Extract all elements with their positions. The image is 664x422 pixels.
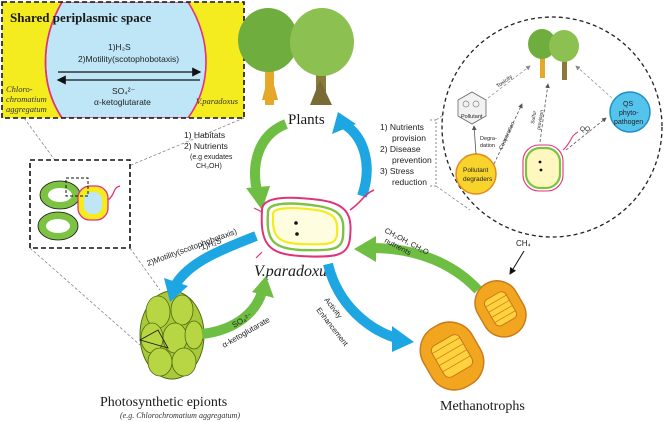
- interaction-circle: Pollutant Pollutant degraders QS phyto- …: [441, 16, 663, 238]
- v-to-plants-text-6: reduction: [392, 177, 427, 187]
- methanotrophs-to-v-arrow: [371, 243, 482, 294]
- connector-line: [29, 247, 141, 346]
- qq-arrow: [565, 117, 607, 151]
- consortium-box: [29, 159, 131, 249]
- inset-left-org-2: chromatium: [6, 94, 47, 104]
- qs-label-1: QS: [623, 101, 633, 108]
- v-to-plants-text-4: prevention: [392, 155, 432, 165]
- v-to-plants-text-3: 2) Disease: [380, 144, 421, 154]
- pollutant-label: Pollutant: [461, 114, 483, 120]
- plants-label: Plants: [288, 112, 325, 128]
- qs-label-2: phyto-: [619, 110, 639, 117]
- epionts-illustration: [138, 290, 205, 380]
- v-to-methanotrophs-arrow: [323, 262, 398, 343]
- epionts-sublabel: (e.g. Chlorochromatium aggregatum): [120, 411, 240, 420]
- periplasmic-inset: Shared periplasmic space 1)H₂S 2)Motilit…: [1, 1, 245, 119]
- inset-title: Shared periplasmic space: [10, 10, 152, 25]
- v-to-epionts-arrowhead: [164, 278, 188, 302]
- degraders-label-2: degraders: [463, 176, 493, 183]
- inset-item-h2s: 1)H₂S: [108, 42, 131, 52]
- epionts-label: Photosynthetic epionts: [100, 395, 227, 410]
- v-to-methanotrophs-arrowhead: [392, 326, 414, 352]
- epionts-to-v-arrowhead: [252, 276, 274, 298]
- qs-label-3: pathogen: [614, 119, 643, 126]
- methanotroph-1: [474, 280, 527, 338]
- cooperation-arrow: [493, 103, 523, 165]
- plants-illustration: [238, 8, 354, 105]
- toxicity-arrow: [487, 65, 531, 99]
- ch4-arrow: [509, 250, 525, 275]
- inset-left-org-1: Chloro-: [6, 84, 33, 94]
- sulfur-label-2: provision: [536, 109, 545, 130]
- plants-to-v-text-1: 1) Habitats: [184, 130, 225, 140]
- methanotroph-2: [419, 321, 485, 391]
- ch4-label: CH₄: [516, 239, 531, 248]
- inset-item-motility: 2)Motility(scotophobotaxis): [78, 54, 179, 64]
- bracket: [430, 119, 437, 187]
- sulfur-label-1: Sulfur: [530, 110, 538, 124]
- connector-line: [435, 185, 471, 211]
- plants-to-v-text-2: 2) Nutrients: [184, 141, 228, 151]
- qs-arrow: [575, 65, 613, 99]
- degradation-arrow: [471, 125, 477, 155]
- inset-right-org: V.paradoxus: [196, 96, 239, 106]
- v-to-plants-arrowhead: [332, 112, 356, 134]
- center-label: V.paradoxus: [254, 263, 333, 280]
- epionts-to-v-arrow: [201, 290, 267, 339]
- v-to-epionts-arrow: [171, 231, 258, 287]
- methanotrophs-to-v-arrowhead: [354, 236, 376, 262]
- methanotrophs-label: Methanotrophs: [440, 399, 525, 414]
- v-to-plants-text-2: provision: [392, 133, 426, 143]
- v-to-plants-text-5: 3) Stress: [380, 166, 414, 176]
- plants-to-v-text-3: (e.g exudates: [190, 154, 233, 161]
- degradation-label-2: dation: [480, 143, 495, 149]
- inset-so4: SO₄²⁻: [112, 86, 136, 96]
- plants-to-v-arrow: [250, 119, 289, 197]
- qq-label: QQ: [580, 126, 590, 133]
- v-paradoxus-cell: [253, 189, 375, 259]
- connector-line: [129, 247, 161, 291]
- degraders-label-1: Pollutant: [463, 167, 488, 174]
- inset-akg: α-ketoglutarate: [94, 97, 151, 107]
- v-to-plants-arrow: [341, 119, 372, 198]
- v-to-plants-text-1: 1) Nutrients: [380, 122, 424, 132]
- degradation-label-1: Degra-: [480, 136, 497, 142]
- plants-to-v-text-4: CH₃OH): [196, 163, 222, 170]
- inset-left-org-3: aggregatum: [6, 104, 47, 114]
